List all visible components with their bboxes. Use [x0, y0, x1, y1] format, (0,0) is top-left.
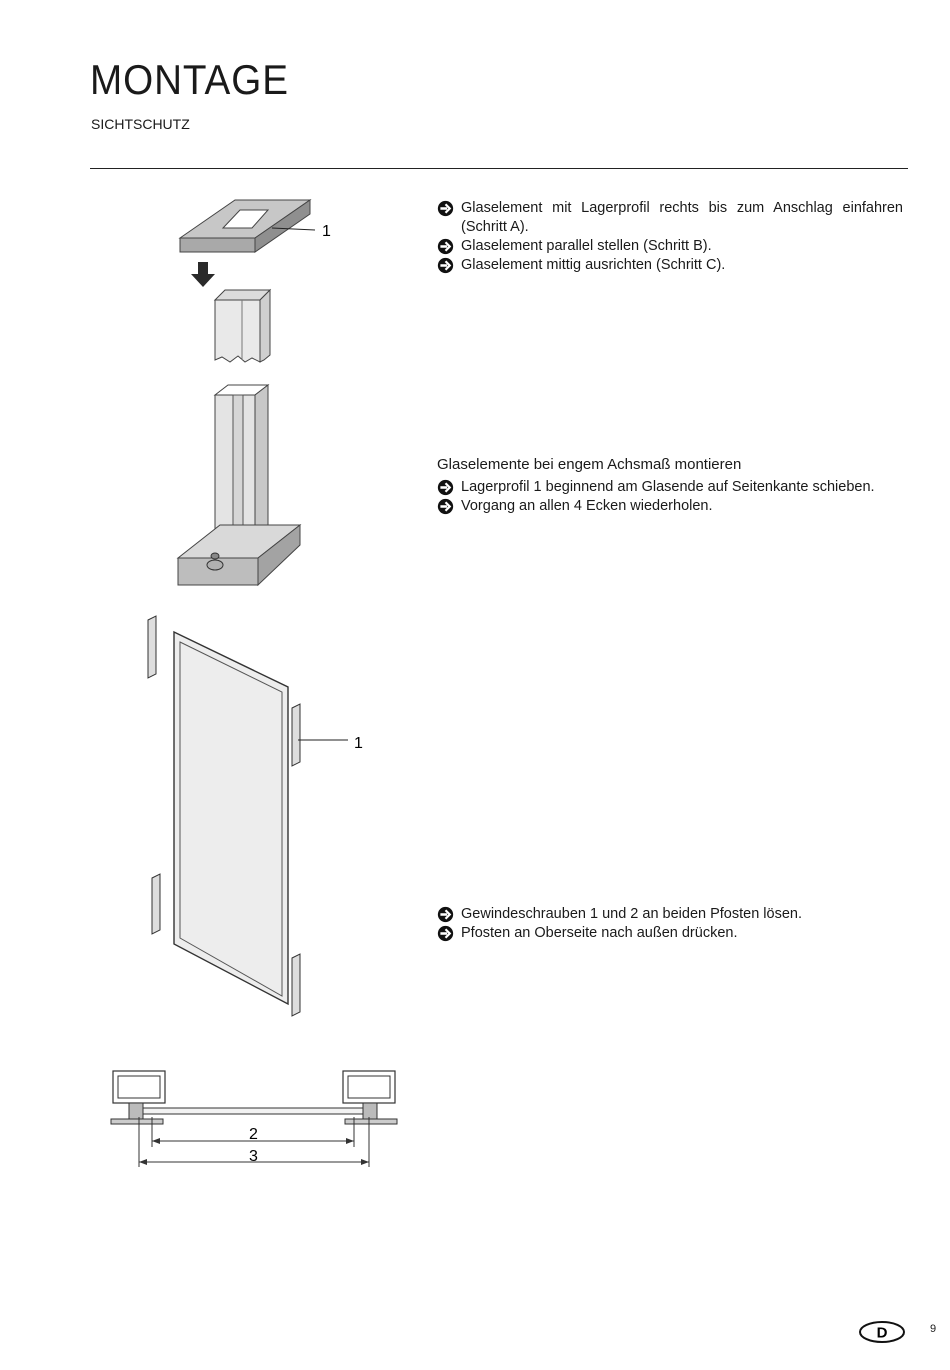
list-item: Vorgang an allen 4 Ecken wiederholen. — [437, 497, 903, 516]
post-assembly-illustration: 1 — [176, 199, 331, 587]
list-item: Glaselement mittig ausrichten (Schritt C… — [437, 256, 903, 275]
arrow-right-circle-icon — [437, 238, 454, 255]
list-item-text: Gewindeschrauben 1 und 2 an beiden Pfost… — [461, 906, 802, 922]
arrow-right-circle-icon — [437, 200, 454, 217]
list-item: Glaselement mit Lagerprofil rechts bis z… — [437, 199, 903, 237]
list-item-text: Pfosten an Oberseite nach außen drücken. — [461, 925, 738, 941]
arrow-right-circle-icon — [437, 257, 454, 274]
instructions-narrow-axis: Glaselemente bei engem Achsmaß montieren… — [437, 455, 903, 516]
list-item-text: Glaselement parallel stellen (Schritt B)… — [461, 238, 712, 254]
list-item: Gewindeschrauben 1 und 2 an beiden Pfost… — [437, 905, 903, 924]
callout-label: 1 — [322, 223, 331, 240]
page-subtitle: SICHTSCHUTZ — [91, 116, 190, 132]
glass-panel-illustration: 1 — [147, 615, 363, 1017]
list-item: Pfosten an Oberseite nach außen drücken. — [437, 924, 903, 943]
list-item: Glaselement parallel stellen (Schritt B)… — [437, 237, 903, 256]
list-item-text: Vorgang an allen 4 Ecken wiederholen. — [461, 498, 713, 514]
language-badge: D — [859, 1321, 905, 1343]
language-badge-text: D — [877, 1325, 888, 1342]
page-number: 9 — [930, 1323, 937, 1335]
arrow-right-circle-icon — [437, 906, 454, 923]
cross-section-illustration: 2 3 — [110, 1070, 398, 1167]
arrow-down-icon — [191, 262, 215, 287]
header-divider — [90, 168, 908, 169]
arrow-right-circle-icon — [437, 498, 454, 515]
list-item-text: Lagerprofil 1 beginnend am Glasende auf … — [461, 479, 875, 495]
arrow-right-circle-icon — [437, 479, 454, 496]
instructions-step-1: Glaselement mit Lagerprofil rechts bis z… — [437, 199, 903, 275]
section-heading: Glaselemente bei engem Achsmaß montieren — [437, 456, 742, 473]
dimension-label: 2 — [249, 1126, 258, 1143]
callout-label: 1 — [354, 735, 363, 752]
instructions-loosen-posts: Gewindeschrauben 1 und 2 an beiden Pfost… — [437, 905, 903, 943]
list-item-text: Glaselement mittig ausrichten (Schritt C… — [461, 257, 726, 273]
page-title: MONTAGE — [90, 56, 289, 103]
dimension-label: 3 — [249, 1148, 258, 1165]
list-item-text: Glaselement mit Lagerprofil rechts bis z… — [461, 200, 903, 235]
list-item: Lagerprofil 1 beginnend am Glasende auf … — [437, 478, 903, 497]
arrow-right-circle-icon — [437, 925, 454, 942]
